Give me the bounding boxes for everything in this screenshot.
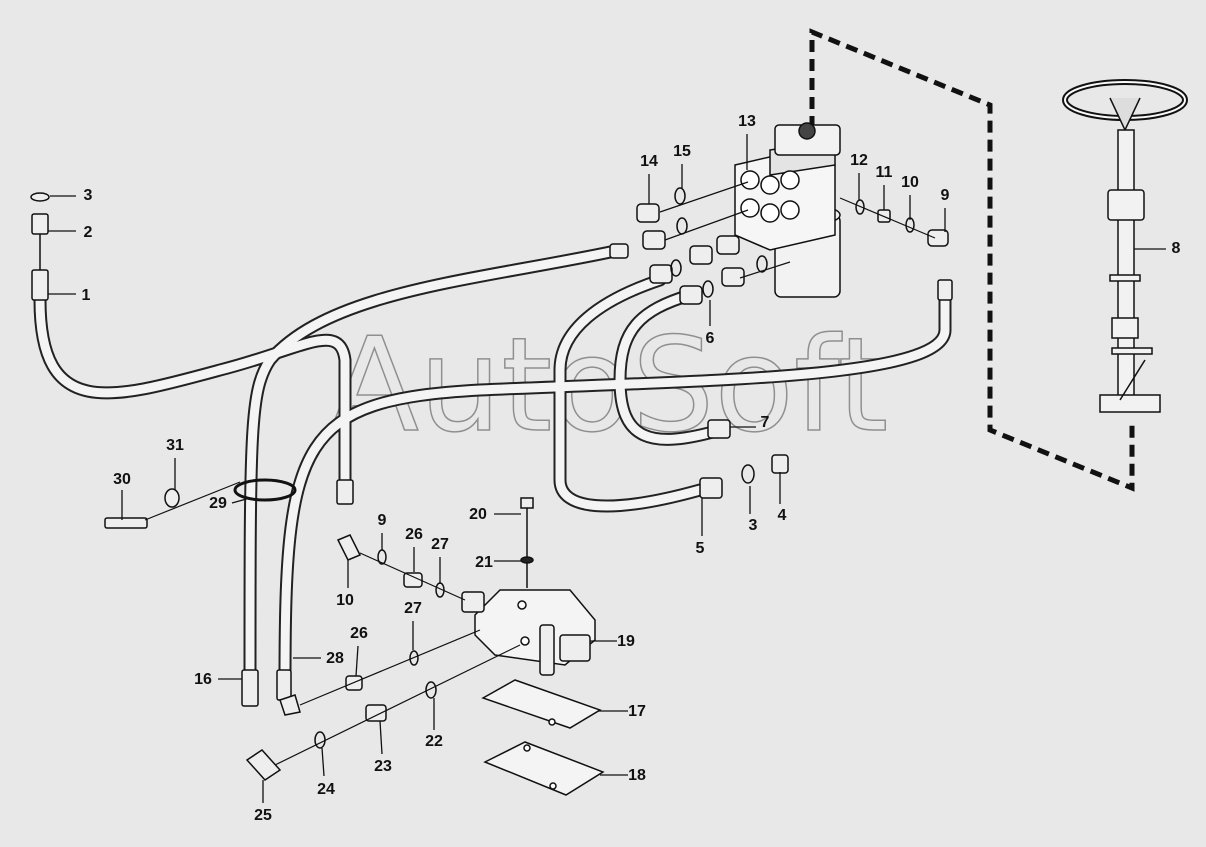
part-callout-c5: 5 bbox=[696, 540, 705, 557]
part-callout-c30: 30 bbox=[113, 471, 131, 488]
part-callout-c2: 2 bbox=[84, 224, 93, 241]
part-callout-c8: 8 bbox=[1172, 240, 1181, 257]
part-callout-c3a: 3 bbox=[84, 187, 93, 204]
part-callout-c23: 23 bbox=[374, 758, 392, 775]
lower-axis-lines bbox=[144, 481, 521, 766]
leader-line-c26b bbox=[355, 645, 359, 677]
lower-fittings bbox=[104, 454, 789, 781]
part-callout-c21: 21 bbox=[475, 554, 493, 571]
part-callout-c16: 16 bbox=[194, 671, 212, 688]
part-callout-c17: 17 bbox=[628, 703, 646, 720]
part-callout-c27a: 27 bbox=[431, 536, 449, 553]
steering-unit-axis-lines bbox=[659, 181, 936, 279]
part-callout-c26a: 26 bbox=[405, 526, 423, 543]
leader-line-c24 bbox=[321, 747, 325, 777]
control-valve bbox=[461, 589, 596, 676]
part-callout-c19: 19 bbox=[617, 633, 635, 650]
part-callout-c18: 18 bbox=[628, 767, 646, 784]
part-callout-c9b: 9 bbox=[378, 512, 387, 529]
steering-column bbox=[1062, 79, 1188, 413]
fitting-parts-1-3 bbox=[30, 192, 50, 270]
part-callout-c9a: 9 bbox=[941, 187, 950, 204]
part-callout-c14: 14 bbox=[640, 153, 658, 170]
hoses bbox=[33, 243, 952, 687]
leader-line-c23 bbox=[379, 720, 383, 755]
steering-unit-fittings bbox=[636, 187, 949, 305]
part-callout-c1: 1 bbox=[82, 287, 91, 304]
part-callout-c15: 15 bbox=[673, 143, 691, 160]
column-link-dashed bbox=[809, 28, 1135, 492]
plates bbox=[481, 679, 605, 796]
callout-labels: 1233456789910101112131415161718192021222… bbox=[48, 113, 1181, 824]
part-callout-c31: 31 bbox=[166, 437, 184, 454]
hose-fittings bbox=[31, 243, 953, 707]
part-callout-c7: 7 bbox=[761, 414, 770, 431]
steering-unit bbox=[734, 122, 841, 298]
part-callout-c10b: 10 bbox=[336, 592, 354, 609]
part-callout-c28: 28 bbox=[326, 650, 344, 667]
part-callout-c24: 24 bbox=[317, 781, 335, 798]
part-callout-c27b: 27 bbox=[404, 600, 422, 617]
part-callout-c22: 22 bbox=[425, 733, 443, 750]
part-callout-c29: 29 bbox=[209, 495, 227, 512]
part-callout-c10a: 10 bbox=[901, 174, 919, 191]
part-callout-c26b: 26 bbox=[350, 625, 368, 642]
part-callout-c25: 25 bbox=[254, 807, 272, 824]
part-callout-c3b: 3 bbox=[749, 517, 758, 534]
part-callout-c12: 12 bbox=[850, 152, 868, 169]
part-callout-c4: 4 bbox=[778, 507, 787, 524]
leader-line-c29 bbox=[231, 497, 251, 504]
part-callout-c11: 11 bbox=[876, 164, 893, 181]
bolt-and-washer bbox=[520, 497, 534, 588]
part-callout-c13: 13 bbox=[738, 113, 756, 130]
part-callout-c6: 6 bbox=[706, 330, 715, 347]
part-callout-c20: 20 bbox=[469, 506, 487, 523]
